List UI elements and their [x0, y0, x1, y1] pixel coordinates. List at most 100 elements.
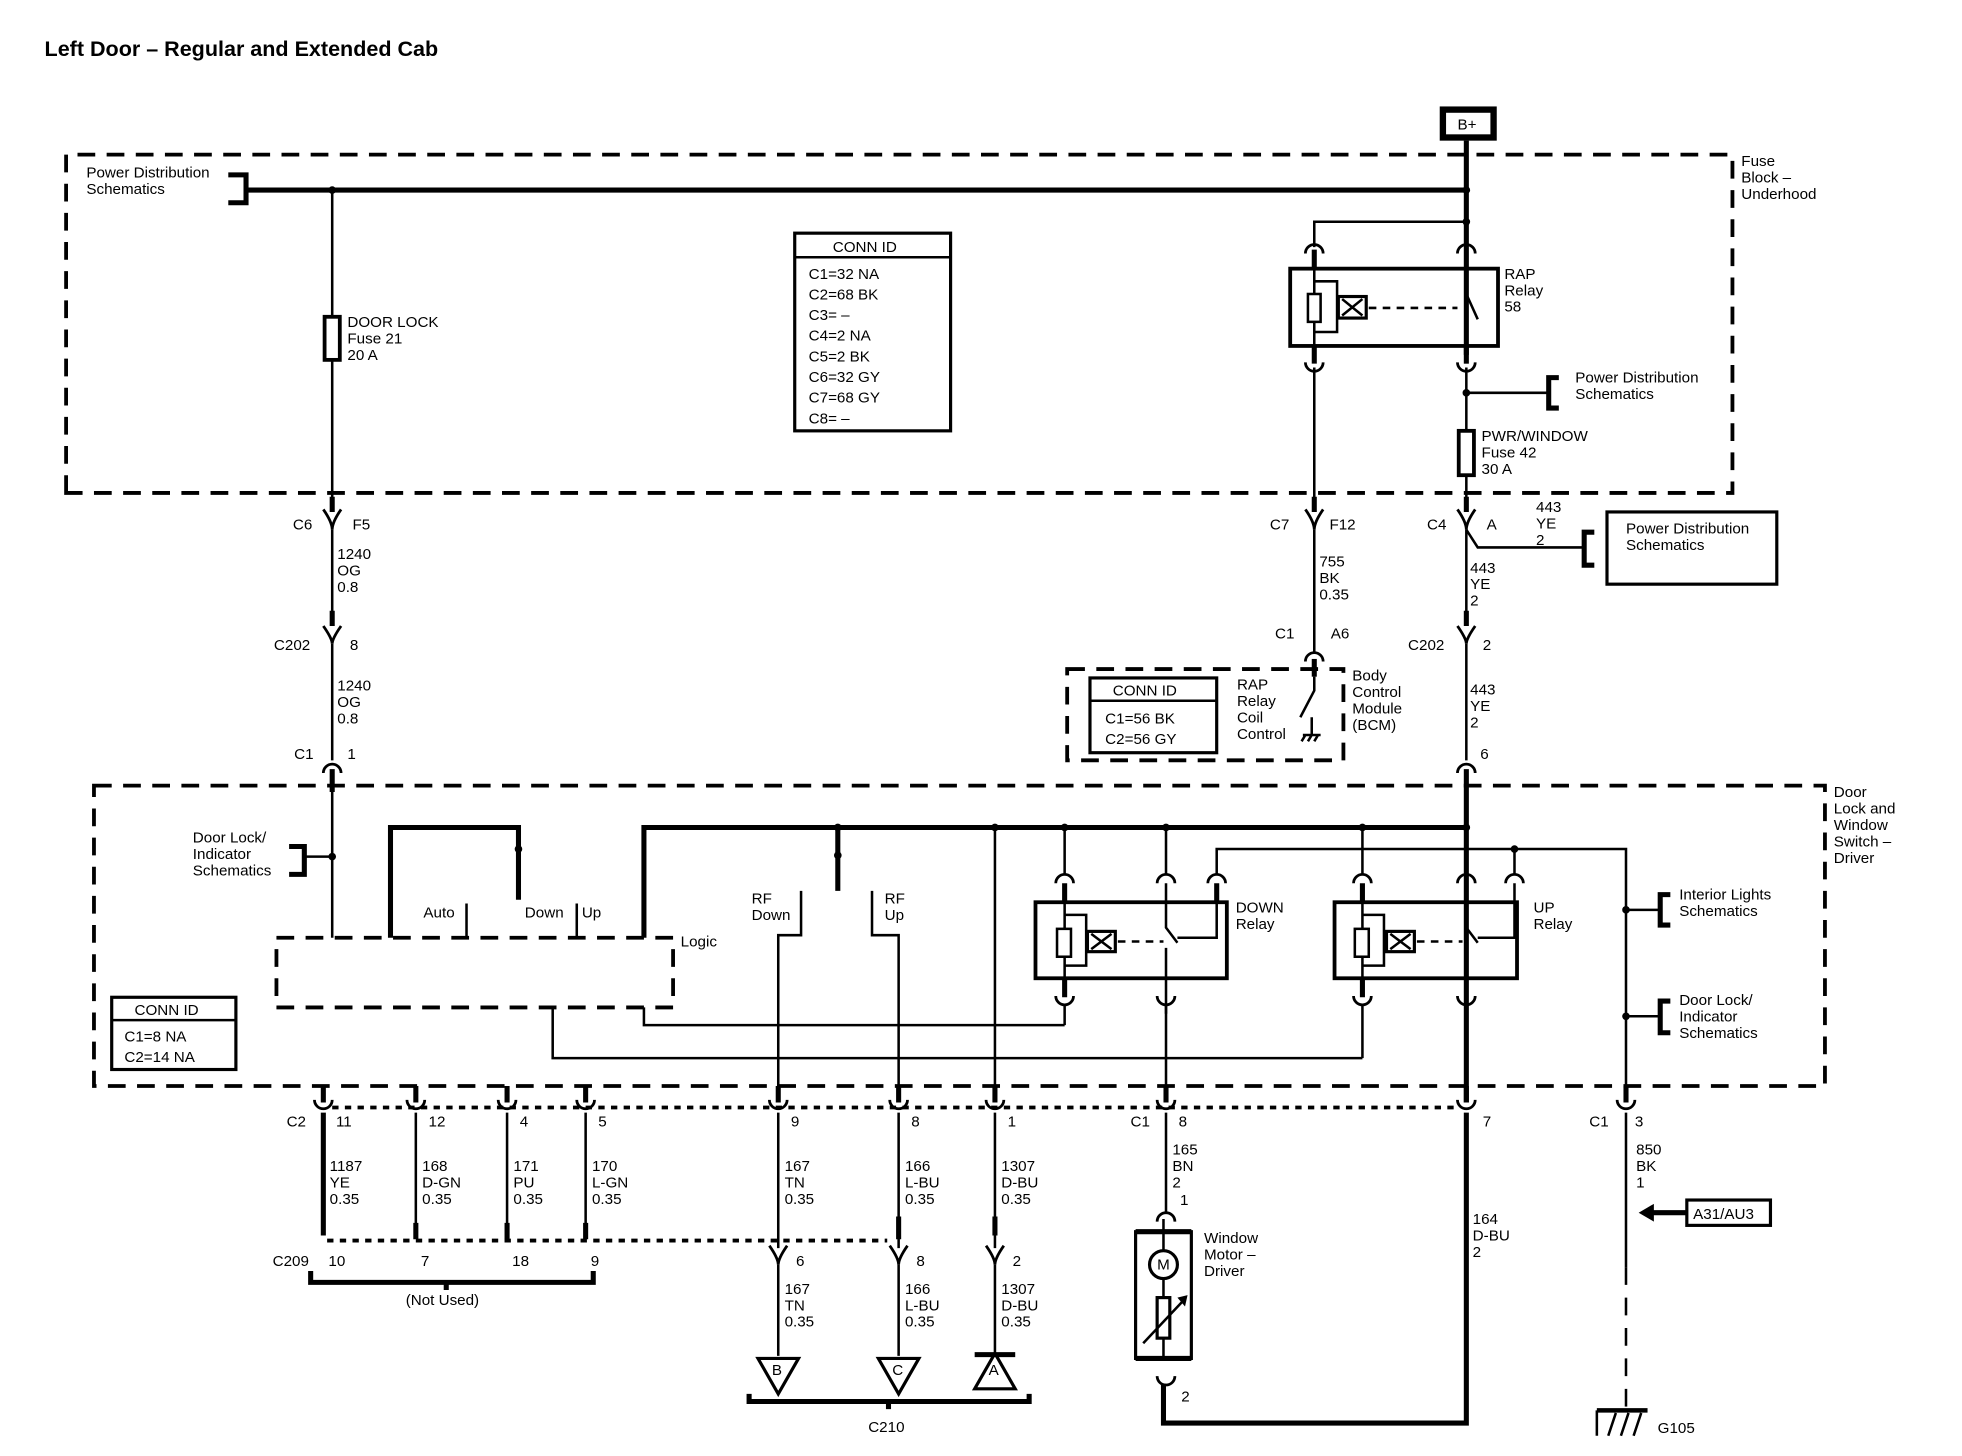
pds-bracket: [228, 172, 249, 206]
text-line: Lock and: [1834, 801, 1896, 818]
text-line: 0.35: [1001, 1314, 1031, 1331]
pin-label: 8: [916, 1253, 924, 1270]
pin-label: 10: [328, 1253, 345, 1270]
logic-label: Logic: [681, 934, 718, 951]
text-line: C7=68 GY: [809, 390, 880, 407]
text-line: C2=56 GY: [1105, 731, 1176, 748]
relay-coil-icon: [1384, 929, 1416, 954]
text-line: Indicator: [193, 846, 251, 863]
text-line: 2: [1473, 1244, 1481, 1261]
pin-label: 1: [1180, 1192, 1188, 1209]
rap-relay: [1288, 266, 1500, 348]
window-motor-driver: M: [1134, 1219, 1193, 1361]
up-relay: [1332, 900, 1519, 981]
text-line: Body: [1352, 667, 1387, 684]
text-line: Schematics: [1679, 903, 1758, 920]
text-line: Relay: [1504, 282, 1543, 299]
text-line: 2: [1172, 1174, 1180, 1191]
text-line: L-BU: [905, 1174, 940, 1191]
text-line: PU: [513, 1174, 534, 1191]
text-line: 2: [1536, 532, 1544, 549]
pin-label: 6: [796, 1253, 804, 1270]
svg-text:CONN ID: CONN ID: [135, 1002, 199, 1019]
text-line: 0.35: [785, 1314, 815, 1331]
svg-text:CONN ID: CONN ID: [833, 239, 897, 256]
text-line: 0.35: [1001, 1191, 1031, 1208]
ground-icon: [1595, 1408, 1648, 1437]
pin-label: 7: [1483, 1114, 1491, 1131]
down-relay: [1033, 900, 1229, 981]
pin-label: 1: [347, 746, 355, 763]
relay-coil-icon: [1336, 294, 1368, 320]
connector-terminal: [1155, 1099, 1177, 1111]
text-line: 20 A: [347, 347, 378, 364]
diagram-title: Left Door – Regular and Extended Cab: [45, 37, 439, 61]
pin-label: 6: [1480, 746, 1488, 763]
text-line: 443: [1470, 681, 1495, 698]
pin-a6: A6: [1331, 626, 1350, 643]
text-line: Relay: [1236, 916, 1275, 933]
connector-c7: C7: [1270, 517, 1289, 534]
text-line: DOWN: [1236, 899, 1284, 916]
text-line: Module: [1352, 700, 1402, 717]
option-box: [1685, 1198, 1773, 1227]
pin-label: 1: [1008, 1114, 1016, 1131]
text-line: 0.8: [337, 579, 358, 596]
pin-label: 8: [1179, 1114, 1187, 1131]
pin-a: A: [1487, 517, 1498, 534]
resistor-icon: [1306, 292, 1322, 324]
pwr-window-fuse-icon: [1456, 428, 1476, 478]
connector-terminal: [405, 1099, 427, 1111]
text-line: C1=32 NA: [809, 266, 880, 283]
option-label: A31/AU3: [1693, 1206, 1754, 1223]
text-line: YE: [330, 1174, 350, 1191]
text-line: C1=8 NA: [124, 1029, 187, 1046]
text-line: L-BU: [905, 1297, 940, 1314]
svg-text:B+: B+: [1457, 116, 1476, 133]
text-line: 30 A: [1482, 461, 1513, 478]
ground-g105-label: G105: [1658, 1420, 1695, 1437]
connector-c4: C4: [1427, 517, 1446, 534]
connector-terminal: [1615, 1099, 1637, 1111]
text-line: C2=14 NA: [124, 1049, 195, 1066]
text-line: D-BU: [1001, 1174, 1038, 1191]
text-line: D-GN: [422, 1174, 461, 1191]
text-line: Coil: [1237, 709, 1263, 726]
text-line: Control: [1237, 726, 1286, 743]
text-line: 166: [905, 1281, 930, 1298]
text-line: 443: [1470, 560, 1495, 577]
pin-label: 2: [1013, 1253, 1021, 1270]
relay-coil-icon: [1085, 929, 1117, 954]
resistor-icon: [1055, 927, 1073, 958]
text-line: 2: [1470, 714, 1478, 731]
logic-module: [274, 935, 675, 1010]
text-line: L-GN: [592, 1174, 628, 1191]
text-line: Door: [1834, 784, 1867, 801]
connector-c202-left: C202: [274, 637, 310, 654]
text-line: Motor –: [1204, 1247, 1256, 1264]
pin-label: 9: [791, 1114, 799, 1131]
pin-label: 12: [429, 1114, 446, 1131]
splice-a: A: [971, 1350, 1018, 1391]
text-line: Control: [1352, 684, 1401, 701]
pin-label: 3: [1635, 1114, 1643, 1131]
text-line: YE: [1470, 576, 1490, 593]
